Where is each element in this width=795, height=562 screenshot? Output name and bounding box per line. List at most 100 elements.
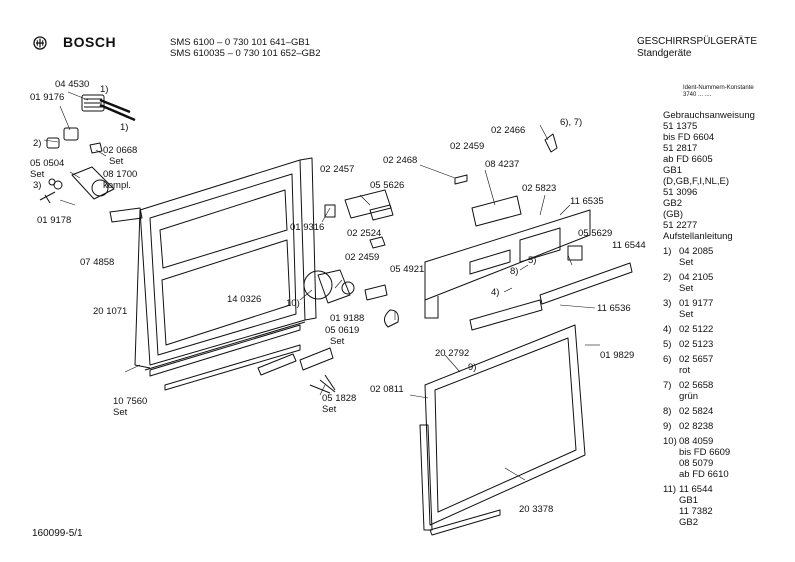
manual-line: GB1 [663,165,683,176]
callout-116536: 11 6536 [597,303,631,314]
legend-item-key: 1) [663,246,672,257]
legend-item-line: grün [679,391,699,402]
legend-item: 9) 02 8238 [663,421,755,432]
timer-motor [303,270,333,300]
legend-item-line: Set [679,283,694,294]
callout-081700-kompl: kompl. [103,180,131,191]
callout-084237: 08 4237 [485,159,520,170]
callout-note-9: 9) [468,362,477,373]
legend-item-line: 08 5079 [679,458,714,469]
legend-item-line: 02 5122 [679,324,714,335]
switch-part [324,204,336,218]
legend-item-key: 5) [663,339,672,350]
callout-022468: 02 2468 [383,155,418,166]
legend-item-line: GB1 [679,495,699,506]
legend-item-line: 01 9177 [679,298,714,309]
seal-strip [99,98,136,122]
legend-item-line: 11 6544 [679,484,713,495]
hinge-bracket [344,189,392,219]
callout-note-1b: 1) [120,122,129,133]
callout-201071: 20 1071 [93,306,128,317]
callout-022459-top: 02 2459 [450,141,485,152]
legend-item-line: 04 2105 [679,272,714,283]
callout-050619-set: Set [330,336,345,347]
parts-legend: Gebrauchsanweisung 51 1375 bis FD 6604 5… [663,110,755,528]
outer-door-frame [419,324,586,536]
callout-203378: 20 3378 [519,504,554,515]
legend-item-line: 02 8238 [679,421,714,432]
lower-rail-2 [164,344,301,391]
callout-116544: 11 6544 [612,240,646,251]
callout-140326: 14 0326 [227,294,262,305]
callout-025823: 02 5823 [522,183,557,194]
callout-019188: 01 9188 [330,313,365,324]
callout-note-6-7: 6), 7) [560,117,583,128]
legend-item-key: 11) [663,484,677,495]
callout-044530: 04 4530 [55,79,90,90]
callout-019316: 01 9316 [290,222,325,233]
legend-item-key: 10) [663,436,677,447]
callout-019176: 01 9176 [30,92,65,103]
legend-item-key: 8) [663,406,672,417]
callout-054921: 05 4921 [390,264,425,275]
model-line-2: SMS 610035 – 0 730 101 652–GB2 [170,48,321,59]
model-line-1: SMS 6100 – 0 730 101 641–GB1 [170,37,310,48]
callout-081700: 08 1700 [103,169,138,180]
legend-item-lines: 02 5122 [679,324,713,335]
legend-item-line: 02 5123 [679,339,714,350]
callout-note-5: 5) [528,255,537,266]
subcategory-title: Standgeräte [637,48,692,59]
manual-lines: 51 1375 bis FD 6604 51 2817 ab FD 6605 G… [663,121,755,231]
callout-116535: 11 6535 [570,196,604,207]
callout-107560: 10 7560 [113,396,148,407]
callout-019178: 01 9178 [37,215,72,226]
control-knob [384,309,399,328]
dispenser-unit [71,166,115,200]
legend-item: 8)02 5824 [663,406,755,417]
panel-strip [539,262,633,305]
manual-line: bis FD 6604 [663,132,715,143]
callout-note-1a: 1) [100,84,109,95]
manual-line: 51 2277 [663,220,698,231]
legend-item-line: bis FD 6609 [679,447,731,458]
legend-item-line: 02 5657 [679,354,714,365]
legend-item-key: 9) [663,421,672,432]
manual-line: 51 3096 [663,187,698,198]
callout-note-3: 3) [33,180,42,191]
callout-022459-mid: 02 2459 [345,252,380,263]
callout-019829: 01 9829 [600,350,635,361]
manual-label: Gebrauchsanweisung [663,110,755,121]
callout-050504-set: Set [30,169,45,180]
legend-item-lines: 02 5123 [679,339,713,350]
ident-value: 3740 ... .... [683,92,712,98]
control-panel [424,209,591,319]
trim-strip [469,299,543,331]
callout-020668: 02 0668 [103,145,138,156]
callout-note-2: 2) [33,138,42,149]
manual-line: (D,GB,F,I,NL,E) [663,176,729,187]
callout-note-10: 10) [286,298,300,309]
legend-item-line: 04 2085 [679,246,714,257]
hinge-lower [299,347,334,371]
legend-item-line: 02 5658 [679,380,714,391]
legend-item-line: GB2 [679,517,699,528]
manual-line: 51 1375 [663,121,698,132]
callout-020811: 02 0811 [370,384,404,395]
door-inner-frame [134,157,317,371]
door-latch [544,133,558,153]
vent-cover [81,94,105,112]
callout-055629: 05 5629 [578,228,613,239]
